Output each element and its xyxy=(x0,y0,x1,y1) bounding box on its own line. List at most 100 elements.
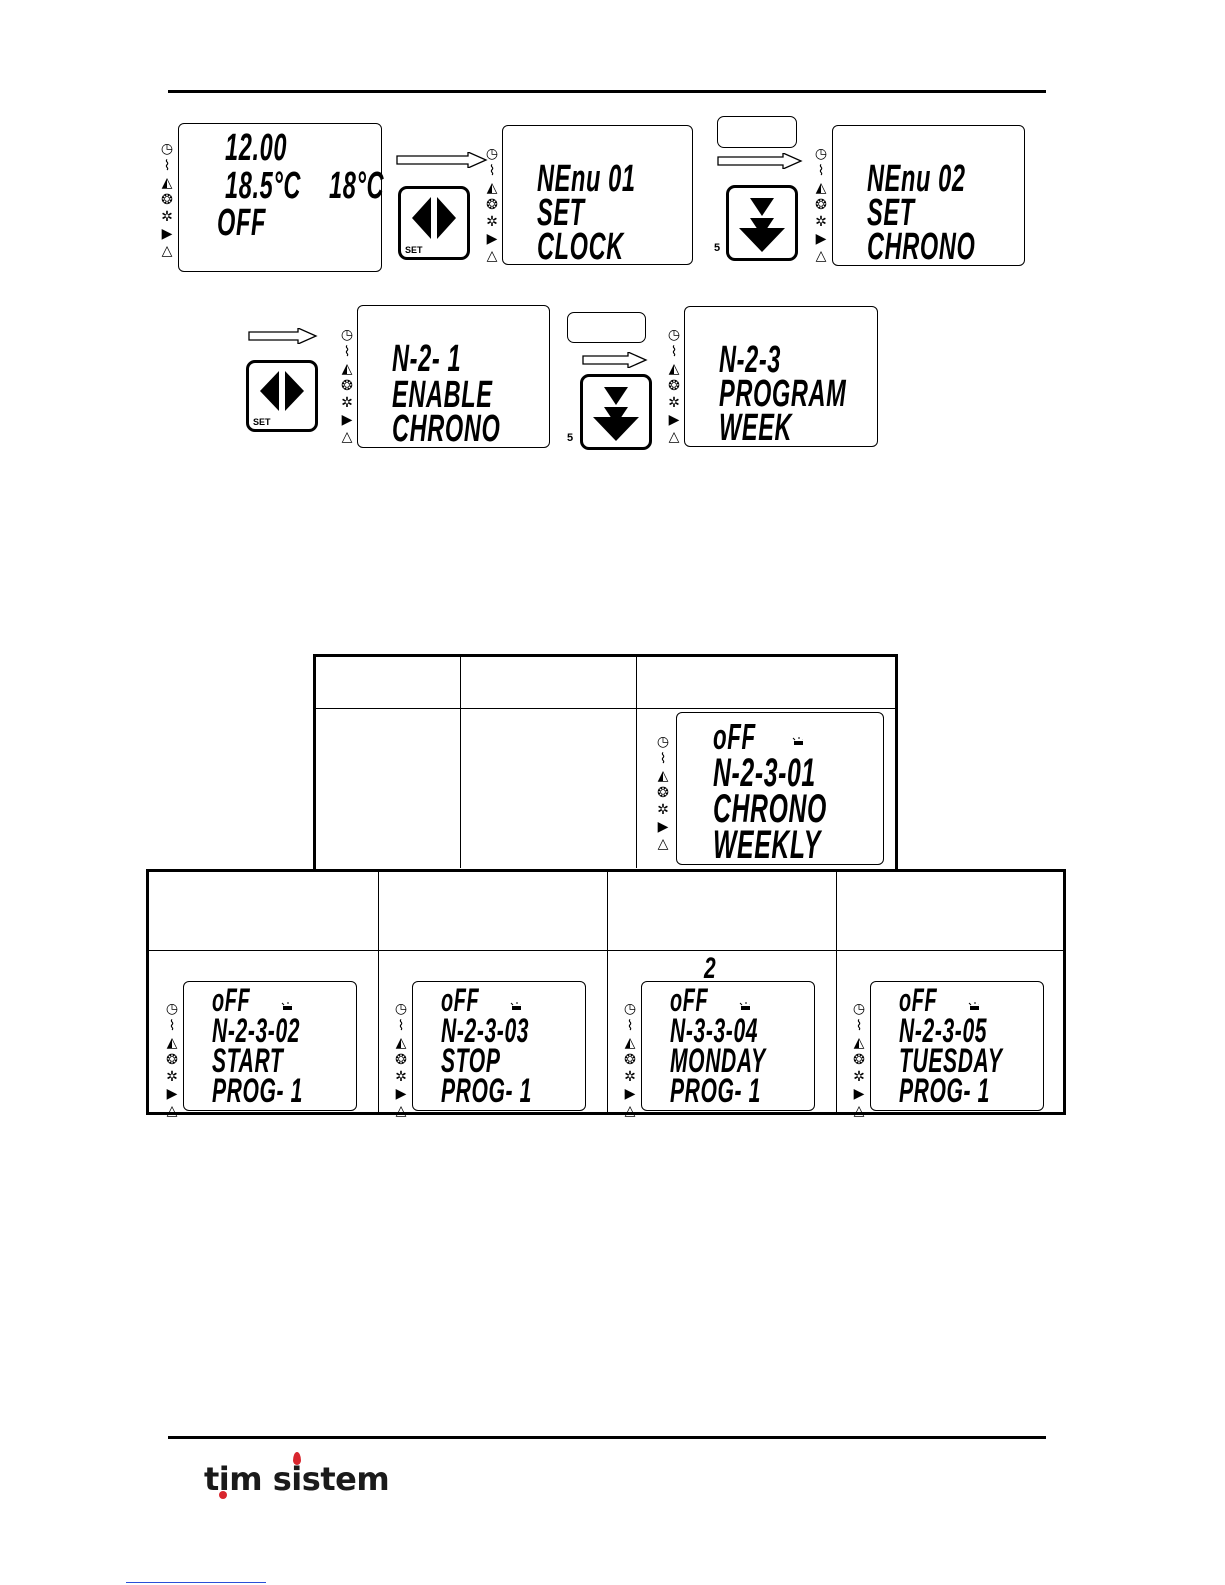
ignition-icon: ◭ xyxy=(668,360,680,376)
exhaust-fan-icon: ✲ xyxy=(395,1068,407,1084)
flow-arrow xyxy=(396,152,488,168)
table-divider xyxy=(836,871,837,1113)
blink-indicator-icon xyxy=(510,1002,521,1010)
lcd-icon-column: ◷⌇◭❂✲▶△ xyxy=(621,1000,639,1119)
pump-icon: ▶ xyxy=(668,411,680,427)
lcd-line: 18°C xyxy=(329,165,385,207)
warning-icon: △ xyxy=(815,247,827,263)
lcd-line: N-2-3-05 xyxy=(899,1012,988,1050)
header-rule xyxy=(168,90,1046,93)
blink-indicator-icon xyxy=(281,1002,292,1010)
lcd-line: oFF xyxy=(670,982,709,1018)
blink-indicator-icon xyxy=(739,1002,750,1010)
ignition-icon: ◭ xyxy=(853,1034,865,1050)
clock-icon: ◷ xyxy=(165,1000,179,1016)
clock-icon: ◷ xyxy=(394,1000,408,1016)
lcd-line: oFF xyxy=(441,982,480,1018)
down-button-number: 5 xyxy=(567,432,574,444)
lcd-line: ENABLE xyxy=(392,374,493,416)
logo-dot-icon xyxy=(219,1491,227,1499)
lcd-line: PROG- 1 xyxy=(441,1072,533,1110)
lcd-line: SET xyxy=(537,192,585,234)
lcd-line: WEEKLY xyxy=(713,823,821,867)
fan-motor-icon: ❂ xyxy=(166,1051,178,1067)
fan-motor-icon: ❂ xyxy=(395,1051,407,1067)
lcd-icon-column: ◷⌇◭❂✲▶△ xyxy=(812,145,830,264)
set-button[interactable]: SET xyxy=(246,360,318,432)
resistance-icon: ⌇ xyxy=(488,162,496,178)
lcd-icon-column: ◷⌇◭❂✲▶△ xyxy=(392,1000,410,1119)
fan-motor-icon: ❂ xyxy=(624,1051,636,1067)
resistance-icon: ⌇ xyxy=(397,1017,405,1033)
lcd-line: oFF xyxy=(713,716,756,757)
flame-icon xyxy=(293,1452,301,1465)
lcd-line: MONDAY xyxy=(670,1042,766,1080)
lcd-line: SET xyxy=(867,192,915,234)
lcd-menu-01: NEnu 01 SET CLOCK xyxy=(502,125,693,268)
down-button[interactable] xyxy=(726,185,798,261)
pump-icon: ▶ xyxy=(166,1085,178,1101)
pump-icon: ▶ xyxy=(486,230,498,246)
pump-icon: ▶ xyxy=(853,1085,865,1101)
lcd-line: CLOCK xyxy=(537,226,624,268)
lcd-line: PROG- 1 xyxy=(212,1072,304,1110)
lcd-icon-column: ◷⌇◭❂✲▶△ xyxy=(158,140,176,259)
set-button-label: SET xyxy=(405,245,423,255)
lcd-menu-2-3-01: oFF N-2-3-01 CHRONO WEEKLY xyxy=(676,712,884,865)
resistance-icon: ⌇ xyxy=(817,162,825,178)
clock-icon: ◷ xyxy=(656,733,670,749)
clock-icon: ◷ xyxy=(667,326,681,342)
set-button-label: SET xyxy=(253,417,271,427)
resistance-icon: ⌇ xyxy=(163,157,171,173)
table-divider xyxy=(460,656,461,868)
blink-indicator-icon xyxy=(968,1002,979,1010)
resistance-icon: ⌇ xyxy=(343,343,351,359)
ignition-icon: ◭ xyxy=(486,179,498,195)
lcd-icon-column: ◷⌇◭❂✲▶△ xyxy=(850,1000,868,1119)
clock-icon: ◷ xyxy=(852,1000,866,1016)
resistance-icon: ⌇ xyxy=(168,1017,176,1033)
lcd-line: START xyxy=(212,1042,284,1080)
exhaust-fan-icon: ✲ xyxy=(668,394,680,410)
lcd-line: CHRONO xyxy=(392,408,501,450)
pump-icon: ▶ xyxy=(815,230,827,246)
lcd-line: 18.5°C xyxy=(225,165,302,207)
lcd-home: 12.00 18.5°C 18°C OFF xyxy=(178,123,385,272)
lcd-menu-2-3-03: oFF N-2-3-03 STOP PROG- 1 xyxy=(412,981,586,1111)
lcd-menu-2-3: N-2-3 PROGRAM WEEK xyxy=(684,306,878,447)
lcd-line: CHRONO xyxy=(713,787,827,831)
fan-motor-icon: ❂ xyxy=(853,1051,865,1067)
lcd-line: N-2- 1 xyxy=(392,338,462,380)
clock-icon: ◷ xyxy=(623,1000,637,1016)
stray-digit: 2 xyxy=(704,952,716,985)
lcd-line: CHRONO xyxy=(867,226,976,268)
pump-icon: ▶ xyxy=(395,1085,407,1101)
exhaust-fan-icon: ✲ xyxy=(624,1068,636,1084)
lcd-line: PROG- 1 xyxy=(670,1072,762,1110)
clock-icon: ◷ xyxy=(160,140,174,156)
ignition-icon: ◭ xyxy=(395,1034,407,1050)
resistance-icon: ⌇ xyxy=(626,1017,634,1033)
resistance-icon: ⌇ xyxy=(659,750,667,766)
exhaust-fan-icon: ✲ xyxy=(853,1068,865,1084)
lcd-line: WEEK xyxy=(719,407,793,449)
set-button[interactable]: SET xyxy=(398,186,470,260)
pump-icon: ▶ xyxy=(657,818,669,834)
ignition-icon: ◭ xyxy=(815,179,827,195)
lcd-line: PROG- 1 xyxy=(899,1072,991,1110)
lcd-icon-column: ◷⌇◭❂✲▶△ xyxy=(665,326,683,445)
resistance-icon: ⌇ xyxy=(670,343,678,359)
pump-icon: ▶ xyxy=(624,1085,636,1101)
fan-motor-icon: ❂ xyxy=(486,196,498,212)
warning-icon: △ xyxy=(657,835,669,851)
down-button[interactable] xyxy=(580,374,652,450)
lcd-menu-2-1: N-2- 1 ENABLE CHRONO xyxy=(357,305,550,448)
table-border xyxy=(146,1112,1066,1115)
footer-rule xyxy=(168,1436,1046,1439)
fan-motor-icon: ❂ xyxy=(161,191,173,207)
ignition-icon: ◭ xyxy=(341,360,353,376)
table-border xyxy=(895,654,898,869)
fan-motor-icon: ❂ xyxy=(668,377,680,393)
lcd-menu-2-3-02: oFF N-2-3-02 START PROG- 1 xyxy=(183,981,357,1111)
warning-icon: △ xyxy=(161,242,173,258)
